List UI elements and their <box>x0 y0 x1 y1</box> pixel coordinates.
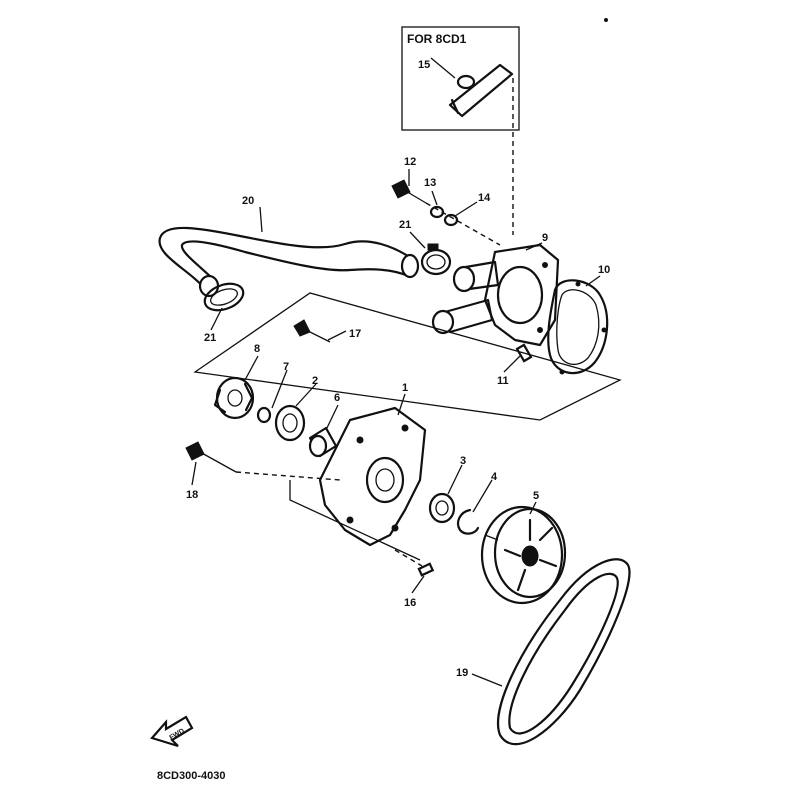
part-16-dowel-pin <box>417 562 435 577</box>
callout-16: 16 <box>404 597 416 609</box>
bolt-leader <box>425 202 501 246</box>
dowel-leader <box>394 549 423 567</box>
part-19-v-belt <box>497 558 631 746</box>
callout-17: 17 <box>349 328 361 340</box>
part-20-coolant-hose <box>158 226 420 298</box>
callout-5: 5 <box>533 490 539 502</box>
inset-label: FOR 8CD1 <box>407 32 467 46</box>
callout-21-left: 21 <box>204 332 216 344</box>
part-21-hose-clamp-left <box>203 282 245 312</box>
part-21-hose-clamp-right <box>420 243 452 276</box>
callout-19: 19 <box>456 667 468 679</box>
registration-dot <box>604 18 608 22</box>
part-10-gasket <box>547 279 609 375</box>
frame-bracket <box>289 480 421 561</box>
callout-4: 4 <box>491 471 498 483</box>
callout-1: 1 <box>402 382 408 394</box>
part-15-drain-plug-pipe <box>448 63 514 118</box>
callout-6: 6 <box>334 392 340 404</box>
callout-8: 8 <box>254 343 260 355</box>
part-2-mechanical-seal <box>274 404 306 442</box>
part-18-long-bolt <box>185 441 237 473</box>
callout-15: 15 <box>418 59 430 71</box>
callout-10: 10 <box>598 264 610 276</box>
reference-frame <box>193 292 622 421</box>
inset-box: FOR 8CD1 <box>401 26 520 131</box>
part-8-impeller <box>213 376 255 420</box>
callout-leaders <box>191 57 601 687</box>
part-12-bolt <box>391 179 427 204</box>
callout-2: 2 <box>312 375 318 387</box>
part-3-bearing <box>428 492 456 524</box>
part-5-pulley <box>480 505 567 605</box>
part-17-bolt <box>293 319 331 343</box>
callout-9: 9 <box>542 232 548 244</box>
callout-14: 14 <box>478 192 491 204</box>
part-7-seal-ring <box>256 406 272 424</box>
callout-11: 11 <box>497 375 509 387</box>
callout-21-right: 21 <box>399 219 411 231</box>
callout-3: 3 <box>460 455 466 467</box>
callout-7: 7 <box>283 361 289 373</box>
part-1-pump-housing <box>318 406 427 547</box>
part-6-bushing <box>308 426 338 458</box>
fwd-arrow-icon: FWD <box>150 715 194 748</box>
callout-12: 12 <box>404 156 416 168</box>
callout-18: 18 <box>186 489 198 501</box>
callout-13: 13 <box>424 177 436 189</box>
diagram-code: 8CD300-4030 <box>157 770 226 782</box>
callout-20: 20 <box>242 195 254 207</box>
part-14-washer <box>443 213 459 227</box>
part-4-circlip <box>456 508 480 535</box>
part-9-pump-cover <box>431 243 560 347</box>
